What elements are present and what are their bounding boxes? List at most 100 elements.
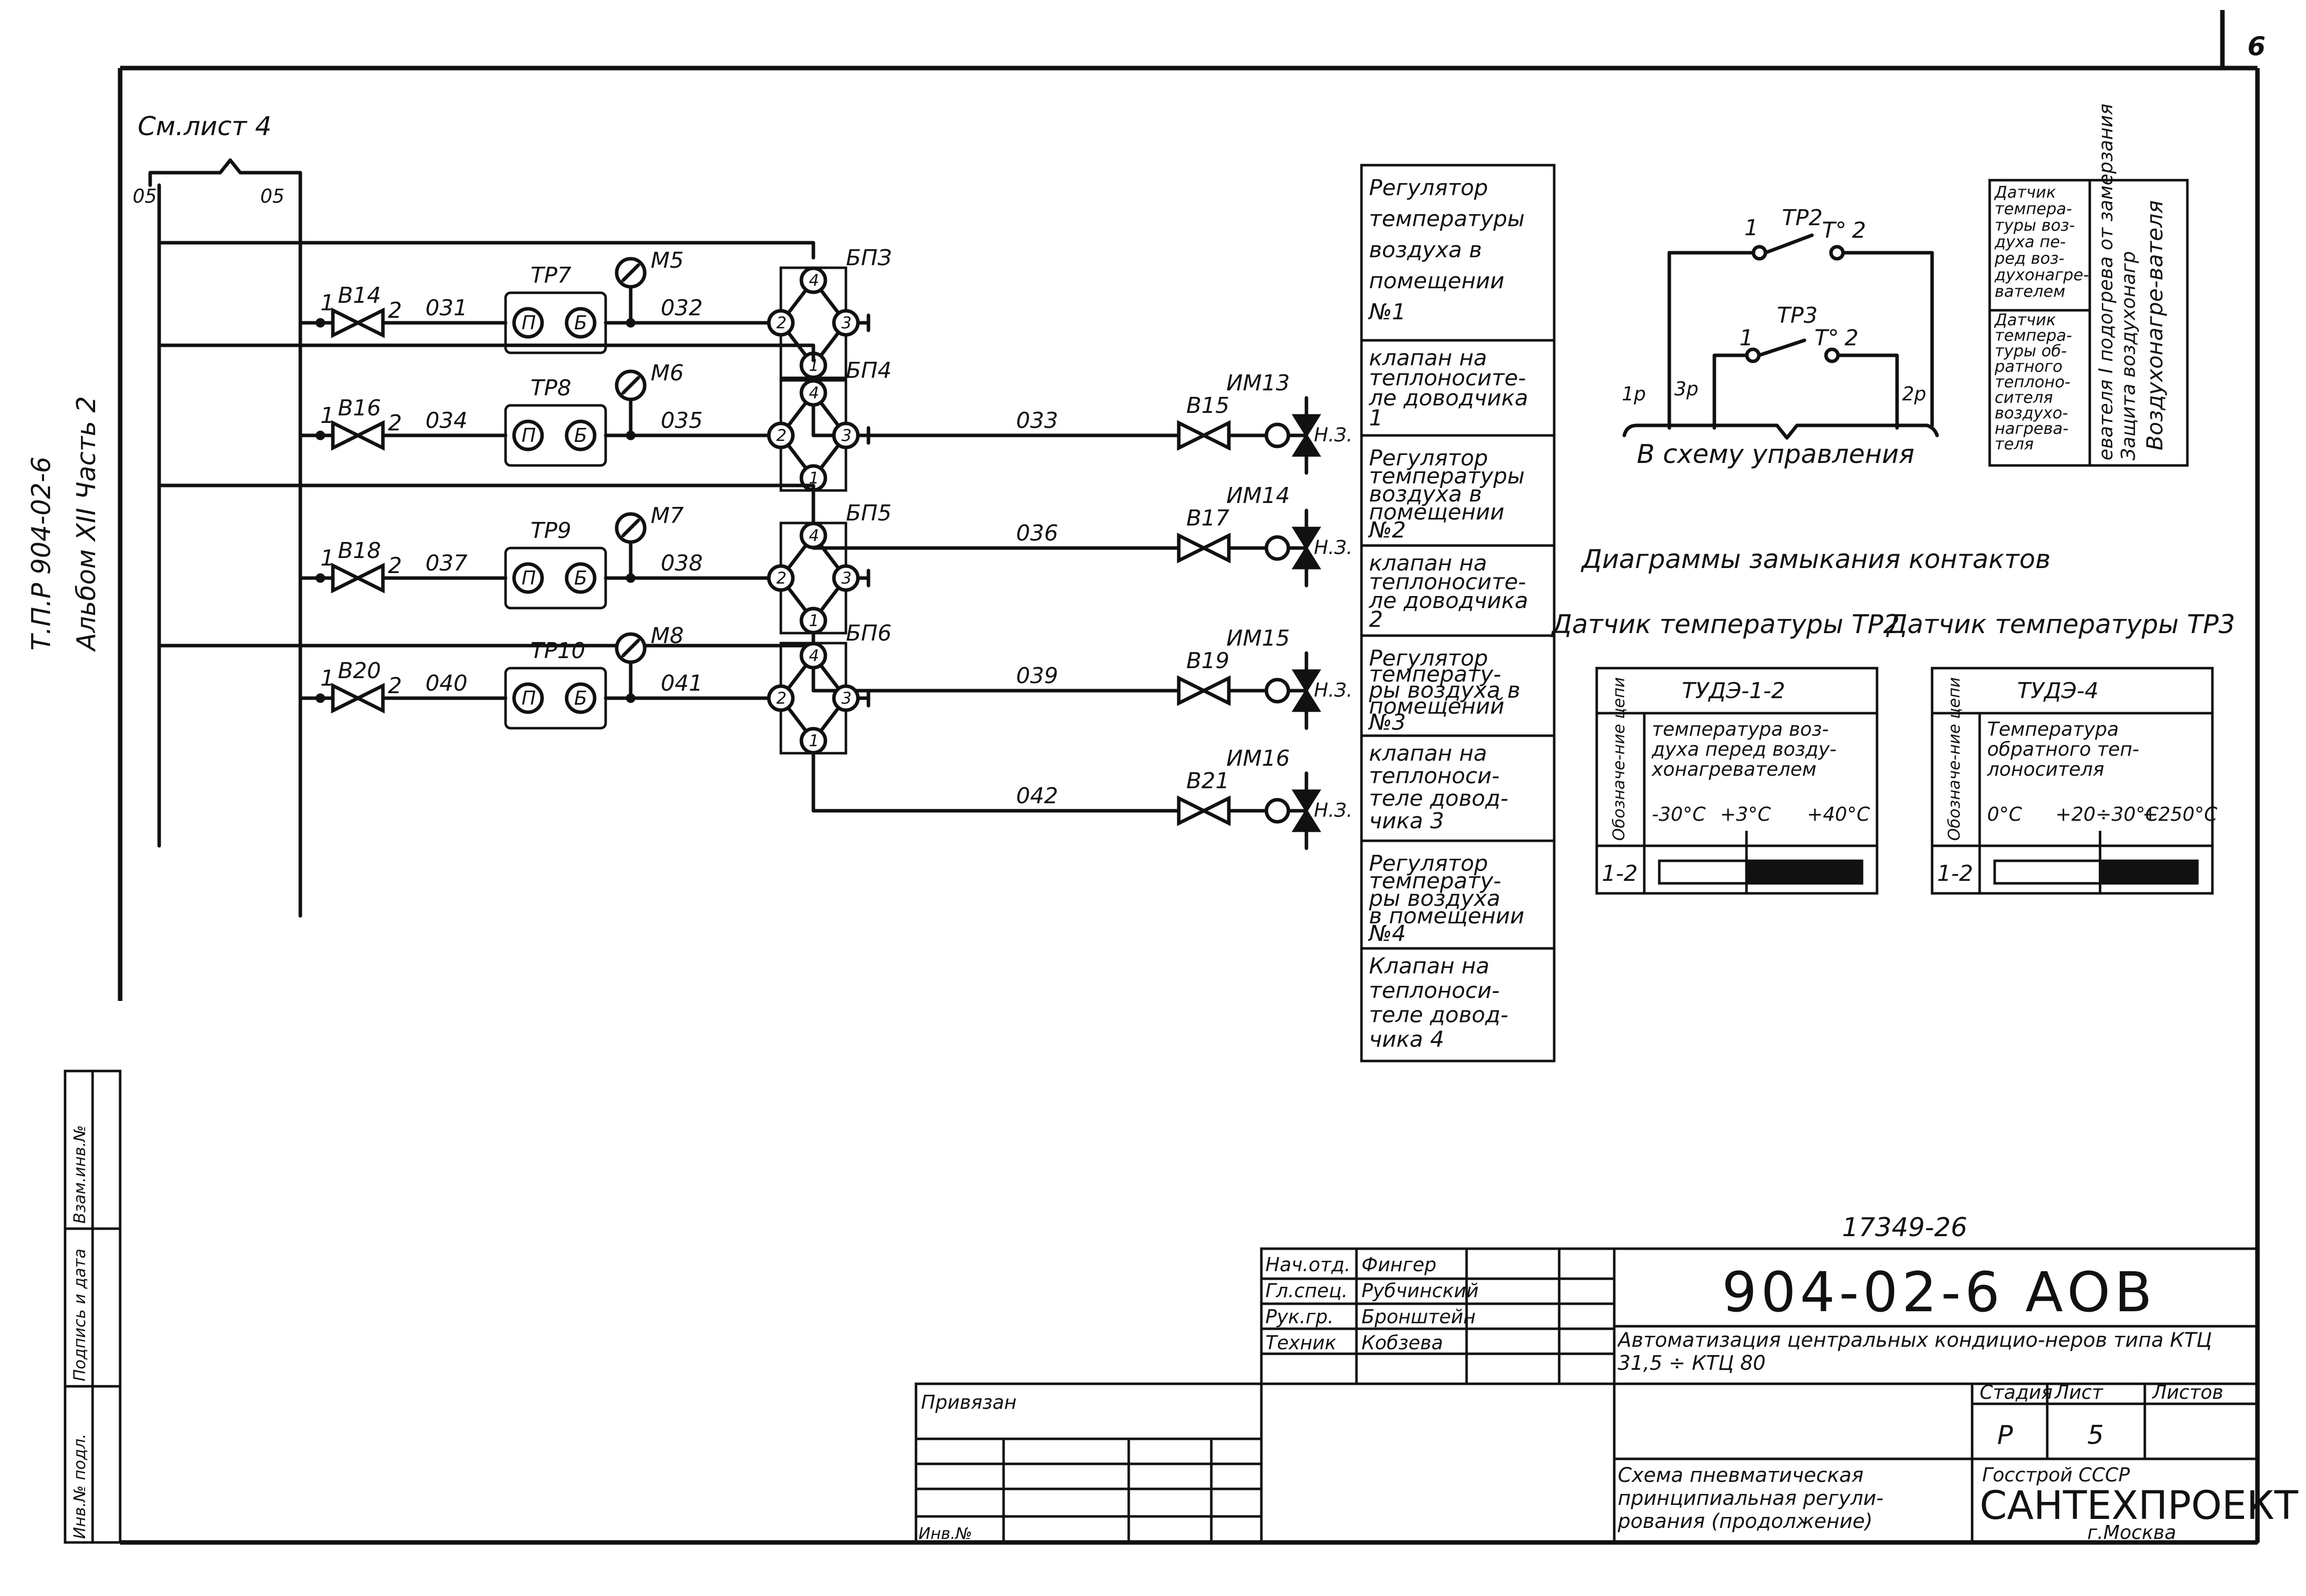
relay-port-label-one: 1 (809, 356, 819, 375)
valve-text-line: клапан на (1369, 741, 1487, 766)
side-table-left-1: темпера- (1995, 199, 2072, 218)
relay-port-label-three: 3 (841, 569, 851, 588)
side-table-left-2: темпера- (1995, 326, 2072, 345)
title-block: 17349-26 904-02-6 АОВ Автоматизация цент… (64, 1070, 2298, 1544)
see-sheet-label: См.лист 4 (138, 112, 272, 142)
side-table-left-2: сителя (1995, 388, 2053, 407)
circuit-brace (1622, 423, 1939, 440)
valve-out-left (1177, 533, 1208, 564)
actuator-diaphragm-icon (1264, 535, 1290, 561)
diagram-desc: хонагревателем (1651, 758, 1816, 780)
tp3-tdeg: Т° (1814, 325, 1839, 351)
side-table-left-1: Датчик (1994, 183, 2056, 202)
nz-label: Н.З. (1314, 424, 1352, 446)
loop-top-feed (157, 483, 815, 502)
sheet-header: Лист (2054, 1381, 2104, 1403)
diagrams-title: Диаграммы замыкания контактов (1581, 545, 2051, 575)
valve-out-right (1200, 795, 1231, 826)
role-name: Кобзева (1361, 1332, 1443, 1354)
valve-out-label: В15 (1186, 393, 1229, 418)
node-1p: 1р (1622, 383, 1646, 405)
actuator-diaphragm-icon (1264, 422, 1290, 448)
valve-in-port-1: 1 (320, 290, 334, 316)
side-table-left-1: вателем (1995, 282, 2065, 301)
relay-port-label-four: 4 (809, 271, 819, 290)
regulator-text-line: №2 (1367, 517, 1406, 543)
city: г.Москва (2087, 1521, 2176, 1543)
loop-top-feed (157, 241, 815, 260)
diagram-desc: температура воз- (1652, 718, 1829, 740)
sheets-header: Листов (2151, 1381, 2223, 1403)
relay-port-label-two: 2 (776, 569, 786, 588)
sensor-port-b-label: Б (574, 424, 587, 446)
tp3-label: ТР3 (1777, 303, 1817, 328)
doc-ref: 17349-26 (1842, 1213, 1967, 1243)
tp3-contact-1-label: 1 (1739, 325, 1753, 351)
sensor-port-p (512, 682, 544, 714)
valve-out-right (1200, 675, 1231, 706)
side-table-left-2: туры об- (1995, 341, 2067, 360)
relay-port-label-two: 2 (776, 426, 786, 445)
gauge-node (626, 573, 636, 583)
side-table-left-2: теля (1995, 434, 2034, 453)
side-table-left-2: ратного (1994, 357, 2062, 376)
valve-in-right (354, 683, 385, 714)
valve-text-line: ле доводчика (1368, 588, 1528, 614)
valve-text-line: 1 (1369, 405, 1383, 431)
side-table-left-1: духа пе- (1994, 232, 2066, 251)
relay-port-label-one: 1 (809, 611, 819, 630)
relay-port-two (767, 684, 795, 712)
diagram-row-head: Обозначе-ние цепи (1609, 677, 1628, 841)
valve-in-right (354, 420, 385, 451)
nz-label: Н.З. (1314, 799, 1352, 821)
gauge-label: М6 (651, 360, 684, 386)
valve-out-right (1200, 420, 1231, 451)
diagram-scale: -30°С (1652, 803, 1706, 825)
loop-node (315, 318, 325, 328)
gauge-needle-icon (621, 376, 640, 395)
project-code-side: Т.П.Р 904-02-6 (27, 456, 57, 651)
valve-in-port-1: 1 (320, 546, 334, 571)
actuator-label: ИМ15 (1226, 626, 1290, 651)
regulator-text-line: ры воздуха в (1368, 678, 1520, 703)
side-stamp-sign: Подпись и дата (70, 1249, 89, 1381)
actuator-label: ИМ16 (1226, 746, 1290, 771)
regulator-text-line: №1 (1367, 299, 1406, 325)
contact-2-tp2 (1829, 245, 1845, 261)
valve-in-port-2: 2 (388, 553, 402, 579)
role-label: Рук.гр. (1265, 1306, 1334, 1328)
actuator-label: ИМ13 (1226, 370, 1290, 396)
actuator-diaphragm-icon (1264, 678, 1290, 704)
valve-out-label: В21 (1186, 768, 1229, 794)
loop-top-feed (157, 343, 815, 362)
role-label: Нач.отд. (1265, 1254, 1350, 1276)
valve-text-line: теплоноси- (1369, 978, 1500, 1003)
sensor-port-p-label: П (522, 424, 536, 446)
relay-port-two (767, 309, 795, 337)
diagram-circuit: 1-2 (1937, 861, 1973, 886)
control-circuit: 1 ТР2 Т° 2 1 ТР3 Т° 2 1р 3р 2р В схему у… (1622, 104, 2189, 469)
bus-label-right: 05 (260, 185, 284, 207)
relay-port-label-one: 1 (809, 468, 819, 487)
pipe-in-label: 031 (425, 295, 468, 321)
sheet-value: 5 (2087, 1420, 2104, 1450)
side-table-right-3: евателя I подогрева от замерзания (2095, 104, 2117, 460)
relay-port-label-three: 3 (841, 426, 851, 445)
nz-label: Н.З. (1314, 679, 1352, 701)
sensor-port-p-label: П (522, 312, 536, 334)
valve-text-line: теплоносите- (1369, 570, 1526, 595)
tb-drawing-fo: Схема пневматическая принципиальная регу… (1618, 1464, 1884, 1533)
side-stamp-inv: Инв.№ подл. (70, 1433, 89, 1539)
relay-port-four (799, 642, 827, 670)
diagram-desc: обратного теп- (1987, 738, 2139, 760)
inv-no-label: Инв.№ (918, 1524, 972, 1543)
diagram-scale: +3°С (1720, 803, 1771, 825)
sensor-label: ТР8 (531, 375, 571, 401)
pipe-mid-label: 035 (661, 408, 703, 433)
role-label: Гл.спец. (1265, 1280, 1348, 1302)
diagram-left: Датчик температуры ТР2ТУДЭ-1-2Обозначе-н… (1551, 610, 1900, 895)
valve-in-left (331, 420, 362, 451)
valve-text-line: ле доводчика (1368, 385, 1528, 411)
